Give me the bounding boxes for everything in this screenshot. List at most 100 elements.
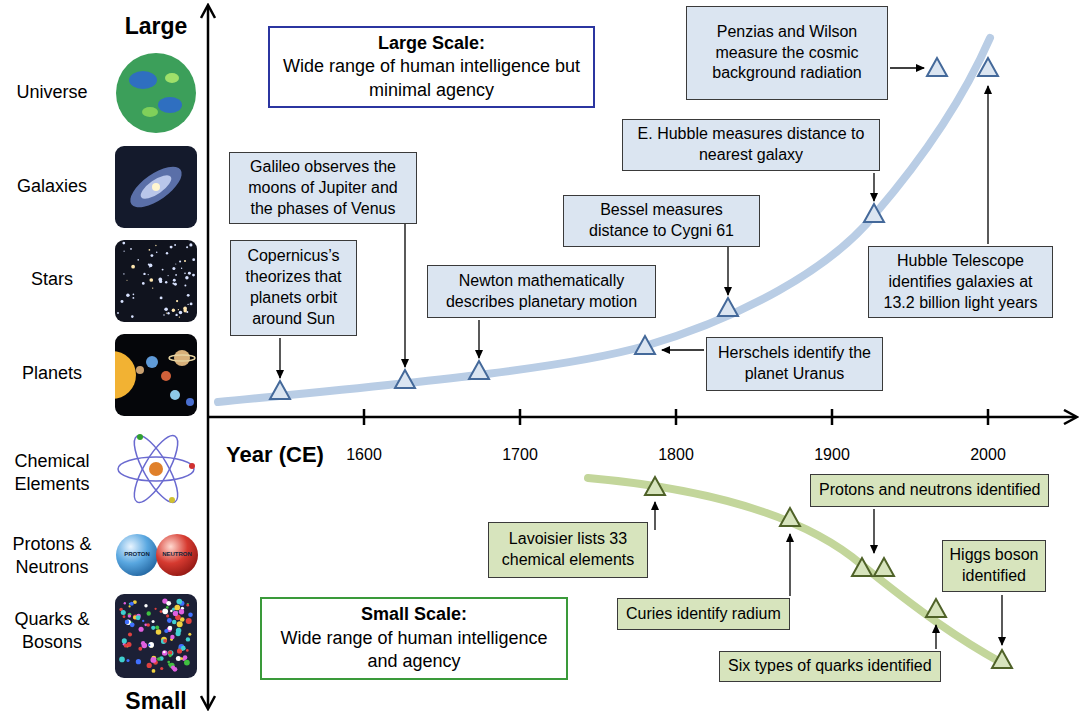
quark-dot — [119, 657, 125, 663]
quark-dot — [162, 650, 168, 656]
stars-icon — [115, 240, 197, 322]
planet — [174, 350, 190, 366]
star-dot — [183, 307, 187, 311]
leader-arrow — [279, 338, 280, 378]
box-text: Lavoisier lists 33 chemical elements — [495, 529, 641, 571]
star-dot — [192, 258, 195, 261]
event-callout: Six types of quarks identified — [719, 651, 941, 682]
box-text: Penzias and Wilson measure the cosmic ba… — [693, 22, 881, 84]
planet — [161, 371, 171, 381]
quark-dot — [184, 660, 190, 666]
electron — [189, 463, 195, 469]
planet — [136, 366, 144, 374]
quark-dot — [179, 609, 184, 614]
quark-dot — [176, 656, 181, 661]
star-dot — [123, 251, 124, 252]
milestone-triangle — [645, 477, 665, 495]
star-dot — [143, 273, 145, 275]
universe-patch — [158, 97, 182, 113]
electron — [169, 497, 175, 503]
quark-dot — [186, 637, 190, 641]
quark-dot — [152, 669, 156, 673]
event-callout: Penzias and Wilson measure the cosmic ba… — [686, 6, 888, 100]
quark-dot — [181, 646, 186, 651]
star-dot — [149, 266, 150, 267]
star-dot — [133, 293, 135, 295]
star-dot — [181, 268, 182, 269]
star-dot — [122, 242, 125, 245]
star-dot — [170, 246, 173, 249]
quark-dot — [170, 635, 174, 639]
milestone-triangle — [874, 558, 894, 576]
year-tick-label: 1900 — [814, 445, 850, 466]
quark-dot — [176, 631, 181, 636]
year-axis — [208, 416, 1076, 419]
galaxy-icon — [115, 146, 197, 228]
star-dot — [149, 278, 153, 282]
universe-patch — [142, 107, 158, 117]
milestone-triangle — [852, 558, 872, 576]
box-text: Protons and neutrons identified — [819, 480, 1040, 501]
galaxy-core — [137, 171, 175, 203]
quark-dot — [128, 614, 131, 617]
star-dot — [178, 309, 179, 310]
quark-dot — [138, 647, 142, 651]
quark-dot — [147, 663, 152, 668]
quark-dot — [163, 651, 166, 654]
quark-dot — [151, 626, 155, 630]
quark-dot — [168, 626, 172, 630]
quark-dot — [130, 602, 134, 606]
quark-dot — [146, 623, 150, 627]
quark-dot — [169, 654, 172, 657]
quark-dot — [161, 639, 166, 644]
quark-dot — [186, 649, 189, 652]
quark-dot — [188, 613, 193, 618]
star-dot — [131, 265, 135, 269]
quark-dot — [163, 639, 167, 643]
leader-arrow — [662, 349, 704, 350]
star-dot — [184, 272, 186, 274]
star-dot — [174, 283, 177, 286]
star-dot — [137, 259, 139, 261]
star-dot — [160, 296, 163, 299]
star-dot — [164, 308, 168, 312]
star-dot — [131, 315, 134, 318]
quark-dot — [150, 657, 156, 663]
box-text: Wide range of human intelligence but min… — [276, 55, 587, 102]
quark-dot — [164, 629, 168, 633]
milestone-triangle — [978, 58, 998, 76]
year-tick-label: 2000 — [970, 445, 1006, 466]
universe-icon-bg — [115, 52, 197, 134]
tick — [831, 409, 834, 425]
quark-dot — [154, 608, 156, 610]
star-dot — [188, 272, 191, 275]
star-dot — [173, 279, 176, 282]
quark-dot — [125, 620, 129, 624]
star-dot — [167, 312, 169, 314]
leader-arrow — [789, 534, 790, 596]
year-tick-label: 1800 — [658, 445, 694, 466]
star-dot — [155, 245, 156, 246]
star-dot — [176, 300, 178, 302]
star-dot — [172, 267, 175, 270]
sphere-label: PROTON — [124, 551, 150, 559]
planet-ring — [169, 355, 195, 361]
scale-label: Quarks & Bosons — [0, 608, 104, 655]
quark-dot — [128, 632, 132, 636]
quark-dot — [176, 599, 182, 605]
planet — [186, 398, 194, 406]
quark-dot — [180, 657, 183, 660]
event-callout: Higgs boson identified — [942, 540, 1046, 592]
axis-end-label: Small — [125, 687, 186, 715]
event-callout: Galileo observes the moons of Jupiter an… — [229, 152, 417, 224]
box-text: Newton mathematically describes planetar… — [434, 271, 649, 313]
star-dot — [126, 294, 129, 298]
milestone-triangle — [864, 204, 884, 222]
quark-dot — [167, 618, 172, 623]
star-dot — [142, 282, 145, 285]
quark-dot — [167, 661, 170, 664]
leader-arrow — [404, 224, 405, 367]
star-dot — [123, 273, 124, 274]
quark-dot — [188, 633, 191, 636]
